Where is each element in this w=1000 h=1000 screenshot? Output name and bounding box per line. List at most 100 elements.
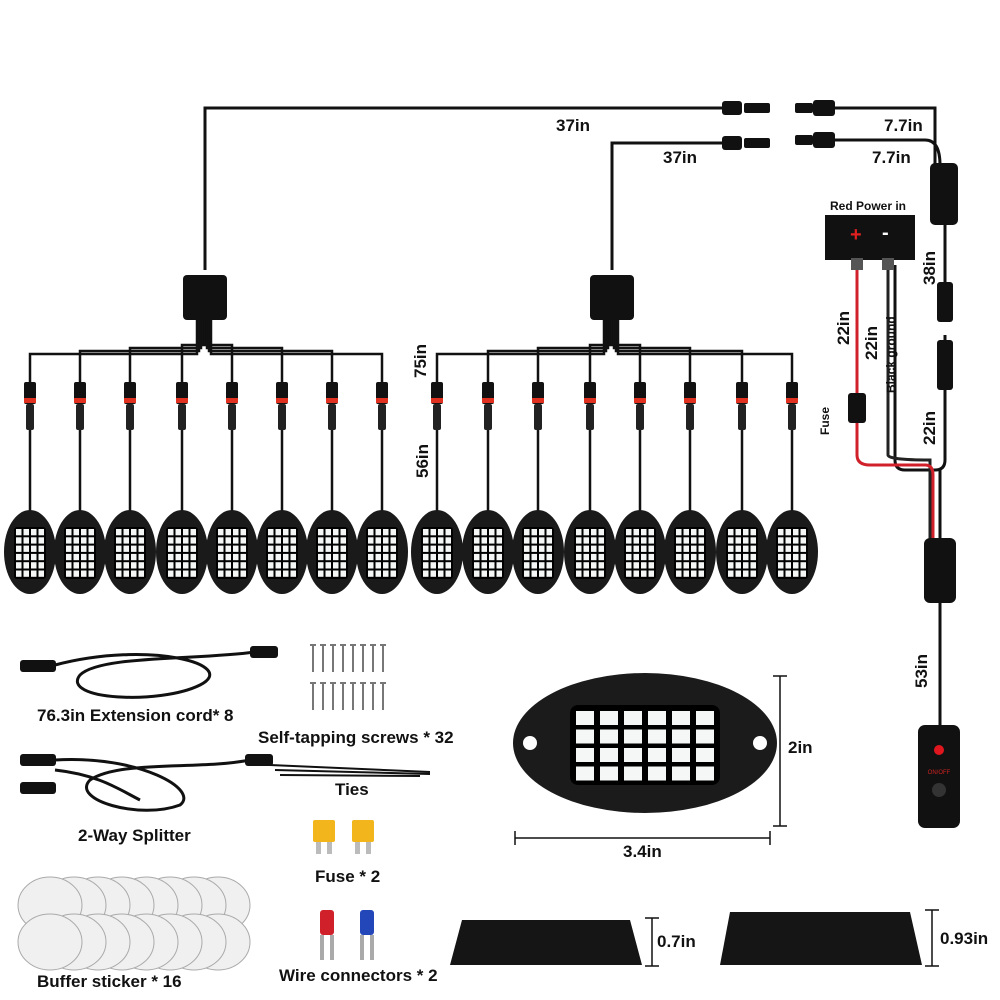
pod-wire <box>207 320 334 515</box>
pod-wire <box>614 320 744 515</box>
pod-wire <box>610 320 642 515</box>
rock-light-pod <box>256 510 308 594</box>
led-chip <box>624 711 642 725</box>
led-chip <box>648 748 666 762</box>
led-chip <box>672 748 690 762</box>
lower-length: 22in <box>920 410 939 445</box>
pod-wire <box>536 320 610 515</box>
pod-side-b <box>720 912 922 965</box>
fuse-count-label: Fuse * 2 <box>315 867 381 886</box>
cable-a-length: 37in <box>556 116 591 135</box>
rock-light-pod <box>104 510 156 594</box>
led-chip <box>648 766 666 781</box>
led-chip <box>672 729 690 744</box>
led-chip <box>576 766 594 781</box>
rock-light-pod <box>564 510 616 594</box>
rock-light-pod <box>356 510 408 594</box>
pod-wire <box>203 320 234 515</box>
switch-button <box>932 783 946 797</box>
rock-light-pod <box>664 510 716 594</box>
rock-light-pod <box>54 510 106 594</box>
led-chip <box>600 766 618 781</box>
switch-box <box>918 725 960 828</box>
hub-2 <box>590 275 634 320</box>
pod-wire <box>435 320 606 515</box>
black-ground-label: Black ground <box>884 316 898 393</box>
led-chip <box>696 711 714 725</box>
rock-light-pod <box>462 510 514 594</box>
pod-wire <box>588 320 612 515</box>
black-length: 22in <box>862 325 881 360</box>
pod-wire <box>486 320 608 515</box>
depth-b-dim: 0.93in <box>940 929 989 948</box>
splitter-label: 2-Way Splitter <box>78 826 191 845</box>
pod-wire <box>205 320 284 515</box>
led-chip <box>648 729 666 744</box>
lead-a-length: 7.7in <box>884 116 923 135</box>
pod-side-a <box>450 920 642 965</box>
hub-1 <box>183 275 227 320</box>
pod-wire <box>616 320 794 515</box>
pod-wire <box>128 320 203 515</box>
rock-light-pod <box>716 510 768 594</box>
plus-sign: + <box>850 224 862 246</box>
led-chip <box>696 729 714 744</box>
lead-b-length: 7.7in <box>872 148 911 167</box>
led-chip <box>696 766 714 781</box>
power-title: Red Power in <box>830 199 907 213</box>
depth-a-dim: 0.7in <box>657 932 696 951</box>
switch-length: 53in <box>912 653 931 688</box>
fuses <box>313 820 374 854</box>
pod-wire <box>612 320 692 515</box>
wire-connectors <box>320 910 374 960</box>
fuse-holder <box>848 393 866 423</box>
screws-label: Self-tapping screws * 32 <box>258 728 454 747</box>
led-chip <box>600 711 618 725</box>
connectors-label: Wire connectors * 2 <box>279 966 438 985</box>
extension-label: 76.3in Extension cord* 8 <box>37 706 234 725</box>
rock-light-pod <box>614 510 666 594</box>
width-dim: 3.4in <box>623 842 662 861</box>
led-chip <box>600 729 618 744</box>
led-chip <box>624 748 642 762</box>
led-chip <box>672 711 690 725</box>
pod-wire <box>209 320 384 515</box>
led-chip <box>696 748 714 762</box>
rock-light-pod <box>512 510 564 594</box>
hub-length: 75in <box>411 343 430 378</box>
cable-b-length: 37in <box>663 148 698 167</box>
rock-light-pod <box>306 510 358 594</box>
pod-wire <box>180 320 205 515</box>
rock-light-pod <box>4 510 56 594</box>
cable-a <box>203 106 725 270</box>
led-chip <box>624 766 642 781</box>
pod-lead-length: 56in <box>413 443 432 478</box>
height-dim: 2in <box>788 738 813 757</box>
led-chip <box>672 766 690 781</box>
ties-label: Ties <box>335 780 369 799</box>
red-length: 22in <box>834 310 853 345</box>
main-length: 38in <box>920 250 939 285</box>
pod-wire <box>78 320 201 515</box>
rock-light-pod <box>411 510 463 594</box>
cable-b <box>610 141 725 270</box>
buffer-sticker <box>17 913 83 971</box>
red-wire <box>855 265 935 540</box>
sticker-label: Buffer sticker * 16 <box>37 972 182 991</box>
power-box <box>825 215 915 260</box>
switch-led-icon <box>934 745 944 755</box>
fuse-label: Fuse <box>818 406 832 435</box>
rock-light-pod <box>156 510 208 594</box>
led-chip <box>600 748 618 762</box>
minus-sign: - <box>882 222 889 244</box>
rock-light-large <box>513 673 777 813</box>
svg-text:ON/OFF: ON/OFF <box>928 770 951 776</box>
led-chip <box>576 748 594 762</box>
led-chip <box>576 711 594 725</box>
rock-light-pod <box>206 510 258 594</box>
pod-wire <box>28 320 199 515</box>
led-chip <box>648 711 666 725</box>
rock-light-pod <box>766 510 818 594</box>
led-chip <box>576 729 594 744</box>
